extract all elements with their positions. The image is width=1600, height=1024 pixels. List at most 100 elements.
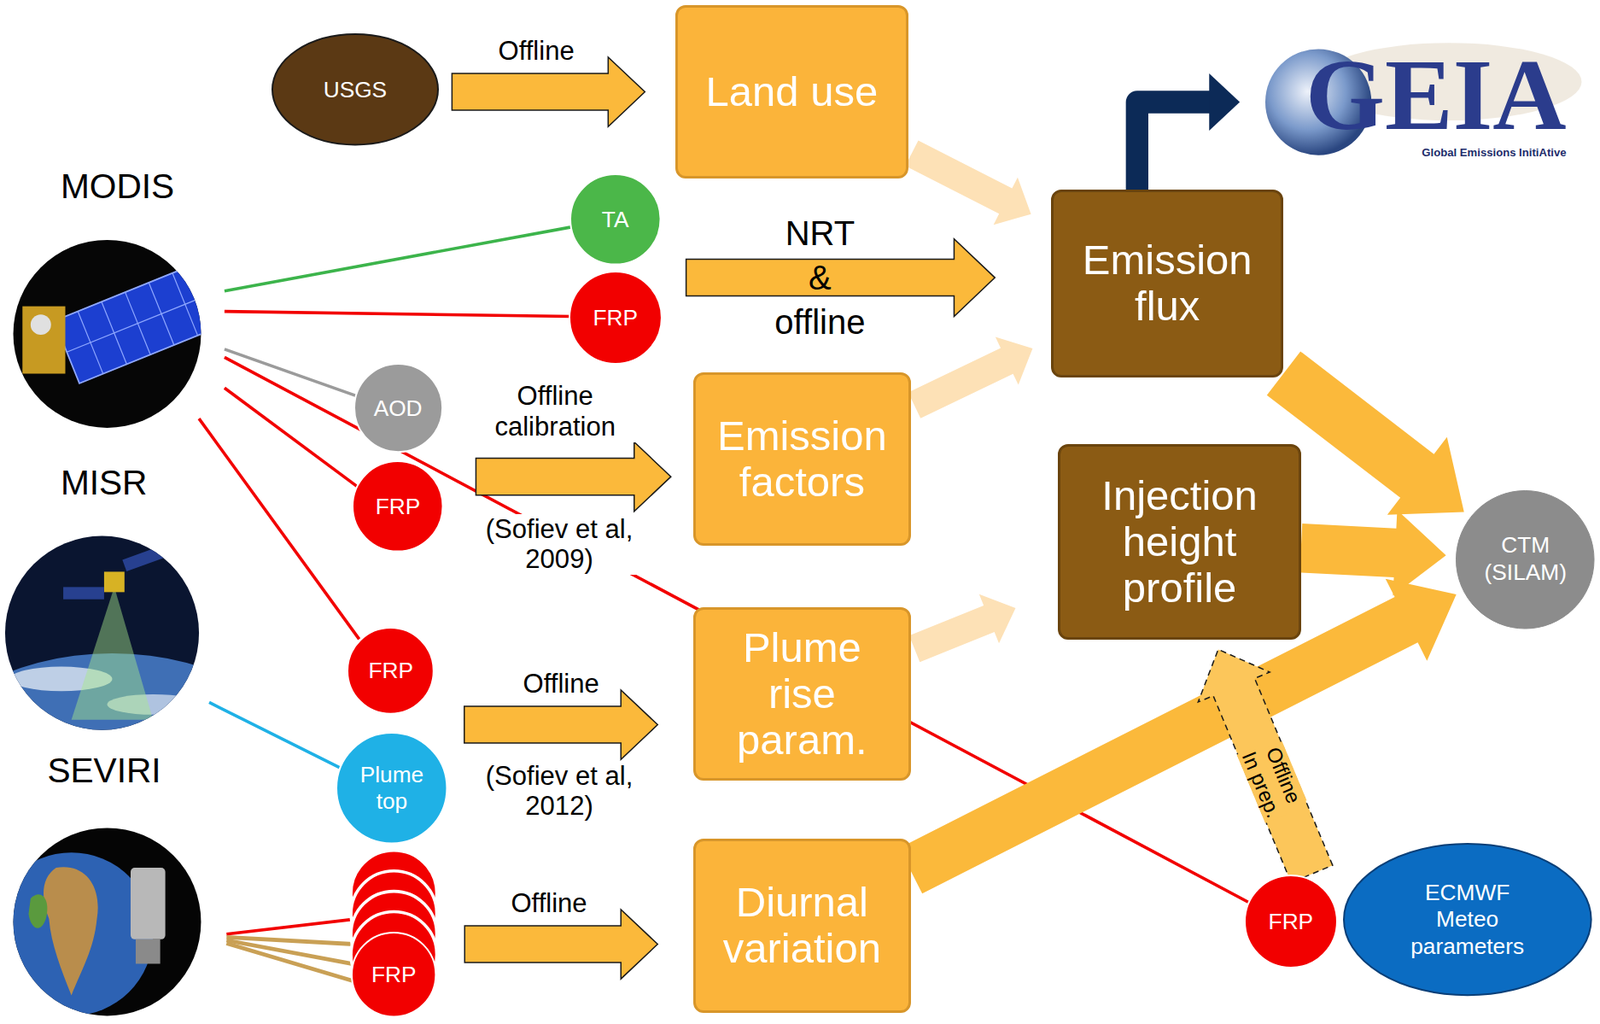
node-text: Plume rise param. (715, 624, 889, 764)
flow-arrow (464, 909, 658, 979)
satellite-body (104, 571, 125, 592)
flow-arrow (464, 689, 658, 760)
node-text: USGS (323, 76, 387, 103)
node-shape (336, 732, 447, 843)
instrument-name: SEVIRI (44, 750, 164, 791)
data-circle: FRP (1243, 874, 1338, 969)
flow-arrow (909, 594, 1017, 663)
satellite-picture (0, 827, 201, 1016)
panel (63, 586, 105, 599)
node-text: ECMWF Meteo parameters (1403, 879, 1531, 961)
arrow-shape (464, 909, 658, 979)
data-circle: Plume top (335, 731, 448, 844)
node-shape (569, 271, 662, 364)
node-text: Land use (706, 69, 879, 116)
edge-label: NRT & offline (768, 210, 872, 345)
arrow-shape (464, 689, 658, 760)
flow-arrow (1197, 648, 1332, 882)
satellite-part (135, 939, 161, 964)
signal-line (224, 311, 572, 317)
signal-line (198, 418, 360, 639)
node-text: CTM (SILAM) (1474, 531, 1577, 586)
arrow-stem (1137, 102, 1210, 191)
node-text: GEIA (1305, 44, 1566, 147)
node-shape (351, 932, 436, 1017)
source-ellipse: USGS (271, 33, 439, 146)
flow-arrow (451, 57, 645, 127)
signal-line (226, 918, 357, 935)
earth (0, 852, 153, 1016)
arrow-shape (475, 442, 671, 512)
picture-content (22, 263, 222, 384)
arrow-shape (909, 594, 1017, 663)
satellite-body (130, 867, 166, 940)
satellite-body (22, 306, 65, 374)
data-circle: FRP (346, 626, 435, 715)
panel (122, 545, 165, 572)
reference-note: (Sofiev et al, 2009) (474, 513, 643, 575)
panel-grid (66, 294, 209, 352)
arrow-shape (905, 140, 1031, 225)
node-text: Emission flux (1070, 237, 1265, 330)
continent (43, 866, 99, 995)
node-shape (354, 363, 443, 452)
node-shape (570, 174, 661, 265)
arrow-shape (1299, 509, 1446, 596)
picture-content (0, 852, 166, 1016)
arrow-shape (1197, 648, 1332, 882)
data-circle: FRP (568, 270, 663, 365)
reference-note: (Sofiev et al, 2012) (474, 760, 643, 822)
node-text: Emission factors (710, 413, 894, 506)
arrow-shape (1208, 73, 1240, 131)
node-shape (347, 627, 434, 714)
node-text: FRP (592, 304, 638, 331)
signal-line (224, 387, 360, 488)
node-text: Diurnal variation (712, 879, 892, 972)
node-text: Injection height profile (1077, 472, 1282, 612)
process-box: Plume rise param. (693, 607, 911, 781)
process-box: Diurnal variation (693, 838, 911, 1012)
instrument-name: MISR (58, 462, 151, 503)
node-text: FRP (1268, 908, 1314, 935)
node-text: Plume top (350, 761, 433, 813)
node-text: FRP (375, 493, 421, 520)
view-beam (71, 586, 154, 719)
output-box: Injection height profile (1057, 443, 1301, 640)
satellite-dish (30, 314, 52, 335)
edge-label: Offline (520, 668, 602, 700)
data-circle: TA (569, 173, 662, 266)
node-text: TA (601, 206, 630, 233)
node-text: FRP (371, 961, 417, 987)
node-shape (352, 461, 444, 552)
data-circle: FRP (350, 931, 437, 1017)
process-box: Land use (675, 5, 908, 179)
output-box: Emission flux (1051, 189, 1284, 378)
solar-panel (53, 263, 222, 384)
edge-label: Offline (496, 35, 578, 67)
signal-line (226, 943, 357, 982)
signal-line (224, 349, 357, 397)
flow-arrow (908, 337, 1034, 419)
continent (28, 893, 47, 928)
flow-arrow (1137, 73, 1240, 190)
model-circle: CTM (SILAM) (1455, 490, 1595, 630)
node-text: Global Emissions InitiAtive (1421, 145, 1566, 160)
data-circle: FRP (351, 460, 444, 553)
satellite-picture (13, 239, 222, 428)
node-text: FRP (367, 657, 414, 684)
flow-arrow (905, 140, 1031, 225)
edge-label: Offline calibration (471, 380, 640, 442)
logo-node: GEIAGlobal Emissions InitiAtive (1260, 40, 1567, 164)
arrow-shape (451, 57, 645, 127)
node-shape (272, 34, 438, 145)
edge-label: Offline (508, 887, 590, 919)
flow-arrow (475, 442, 671, 512)
data-circle: AOD (353, 362, 444, 453)
signal-line (224, 226, 574, 291)
arrow-shape (908, 337, 1034, 419)
process-box: Emission factors (693, 372, 911, 546)
source-ellipse: ECMWF Meteo parameters (1343, 842, 1593, 996)
node-shape (1456, 490, 1595, 629)
node-shape (1244, 875, 1338, 968)
